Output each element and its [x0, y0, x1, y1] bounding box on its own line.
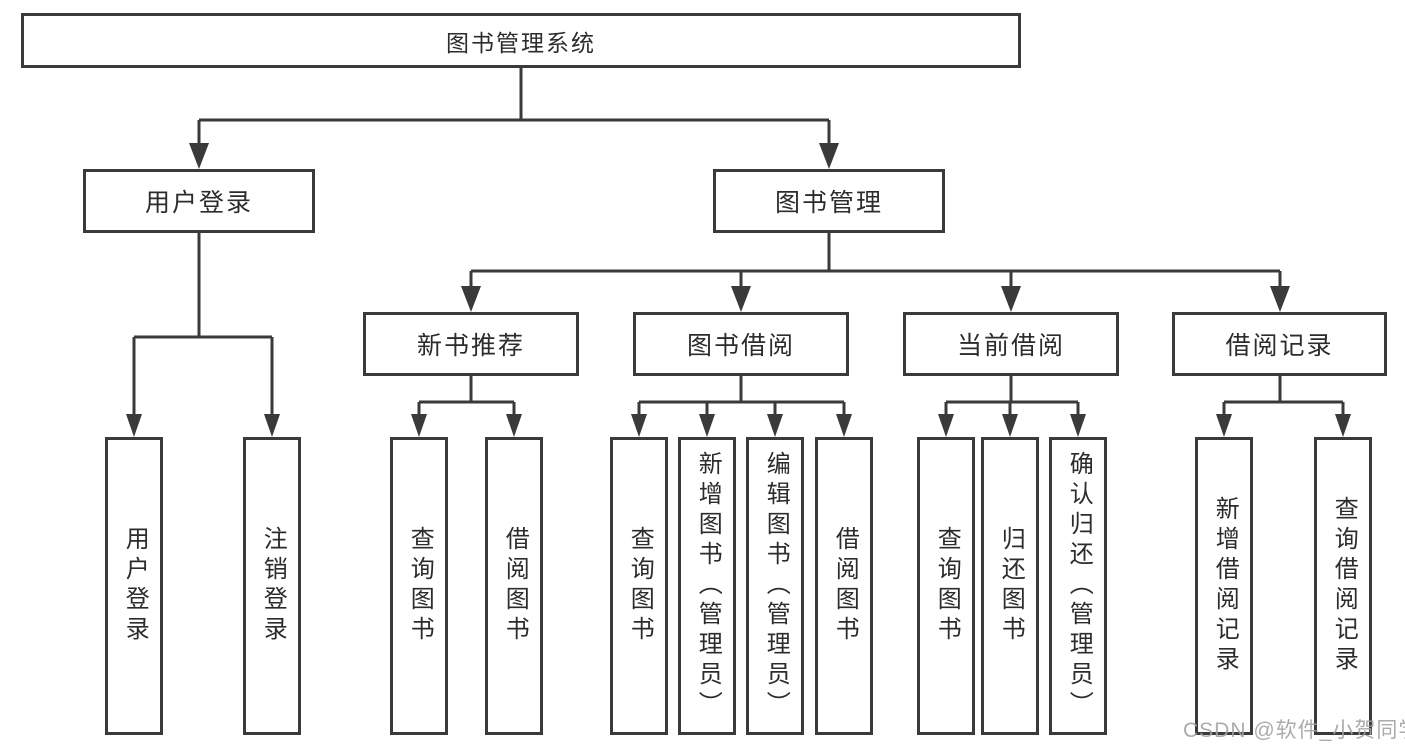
leaf-borrow-books-borrowing-label: 借阅图书 — [831, 526, 859, 646]
leaf-logout-login-label: 注销登录 — [259, 526, 287, 646]
node-current-borrowing-label: 当前借阅 — [956, 332, 1065, 360]
connector-new-book-to-leaves — [417, 376, 516, 418]
arrowheads-level2 — [189, 143, 839, 169]
connector-borrow-records-to-leaves — [1222, 376, 1345, 418]
node-root-label: 图书管理系统 — [446, 29, 596, 56]
connector-book-borrowing-to-leaves — [637, 376, 846, 418]
leaf-user-login: 用户登录 — [105, 437, 163, 735]
leaf-confirm-return-admin-label: 确认归还（管理员） — [1065, 451, 1093, 721]
node-borrow-records: 借阅记录 — [1172, 312, 1387, 376]
leaf-add-books-admin-label: 新增图书（管理员） — [694, 451, 722, 721]
leaf-query-books-borrowing-label: 查询图书 — [626, 526, 654, 646]
leaf-return-books: 归还图书 — [981, 437, 1039, 735]
leaf-return-books-label: 归还图书 — [997, 526, 1025, 646]
leaf-query-books-current: 查询图书 — [917, 437, 975, 735]
node-book-management: 图书管理 — [713, 169, 945, 233]
arrowheads-leaves — [126, 414, 1351, 437]
leaf-query-books-recommend: 查询图书 — [390, 437, 448, 735]
node-new-book-recommend: 新书推荐 — [363, 312, 579, 376]
leaf-query-books-borrowing: 查询图书 — [610, 437, 668, 735]
leaf-query-borrow-record-label: 查询借阅记录 — [1330, 496, 1358, 676]
node-borrow-records-label: 借阅记录 — [1225, 332, 1334, 360]
node-user-login: 用户登录 — [83, 169, 315, 233]
watermark: CSDN @软件_小贺同学 — [1183, 719, 1405, 742]
arrowheads-level3 — [461, 286, 1290, 312]
node-book-borrowing: 图书借阅 — [633, 312, 849, 376]
leaf-borrow-books-borrowing: 借阅图书 — [815, 437, 873, 735]
node-book-management-label: 图书管理 — [774, 189, 883, 217]
node-new-book-recommend-label: 新书推荐 — [416, 332, 525, 360]
connector-book-management-to-level3 — [469, 233, 1282, 289]
leaf-add-books-admin: 新增图书（管理员） — [678, 437, 736, 735]
leaf-edit-books-admin: 编辑图书（管理员） — [746, 437, 804, 735]
leaf-add-borrow-record-label: 新增借阅记录 — [1211, 496, 1239, 676]
leaf-query-borrow-record: 查询借阅记录 — [1314, 437, 1372, 735]
leaf-query-books-current-label: 查询图书 — [933, 526, 961, 646]
leaf-user-login-label: 用户登录 — [121, 526, 149, 646]
node-root: 图书管理系统 — [21, 13, 1021, 68]
connector-current-borrowing-to-leaves — [944, 376, 1080, 418]
leaf-borrow-books-recommend: 借阅图书 — [485, 437, 543, 735]
connector-root-to-level2 — [197, 66, 831, 146]
connector-user-login-to-leaves — [132, 233, 274, 418]
leaf-logout-login: 注销登录 — [243, 437, 301, 735]
leaf-add-borrow-record: 新增借阅记录 — [1195, 437, 1253, 735]
leaf-edit-books-admin-label: 编辑图书（管理员） — [762, 451, 790, 721]
node-user-login-label: 用户登录 — [144, 189, 253, 217]
node-current-borrowing: 当前借阅 — [903, 312, 1119, 376]
node-book-borrowing-label: 图书借阅 — [686, 332, 795, 360]
leaf-borrow-books-recommend-label: 借阅图书 — [501, 526, 529, 646]
leaf-confirm-return-admin: 确认归还（管理员） — [1049, 437, 1107, 735]
leaf-query-books-recommend-label: 查询图书 — [406, 526, 434, 646]
